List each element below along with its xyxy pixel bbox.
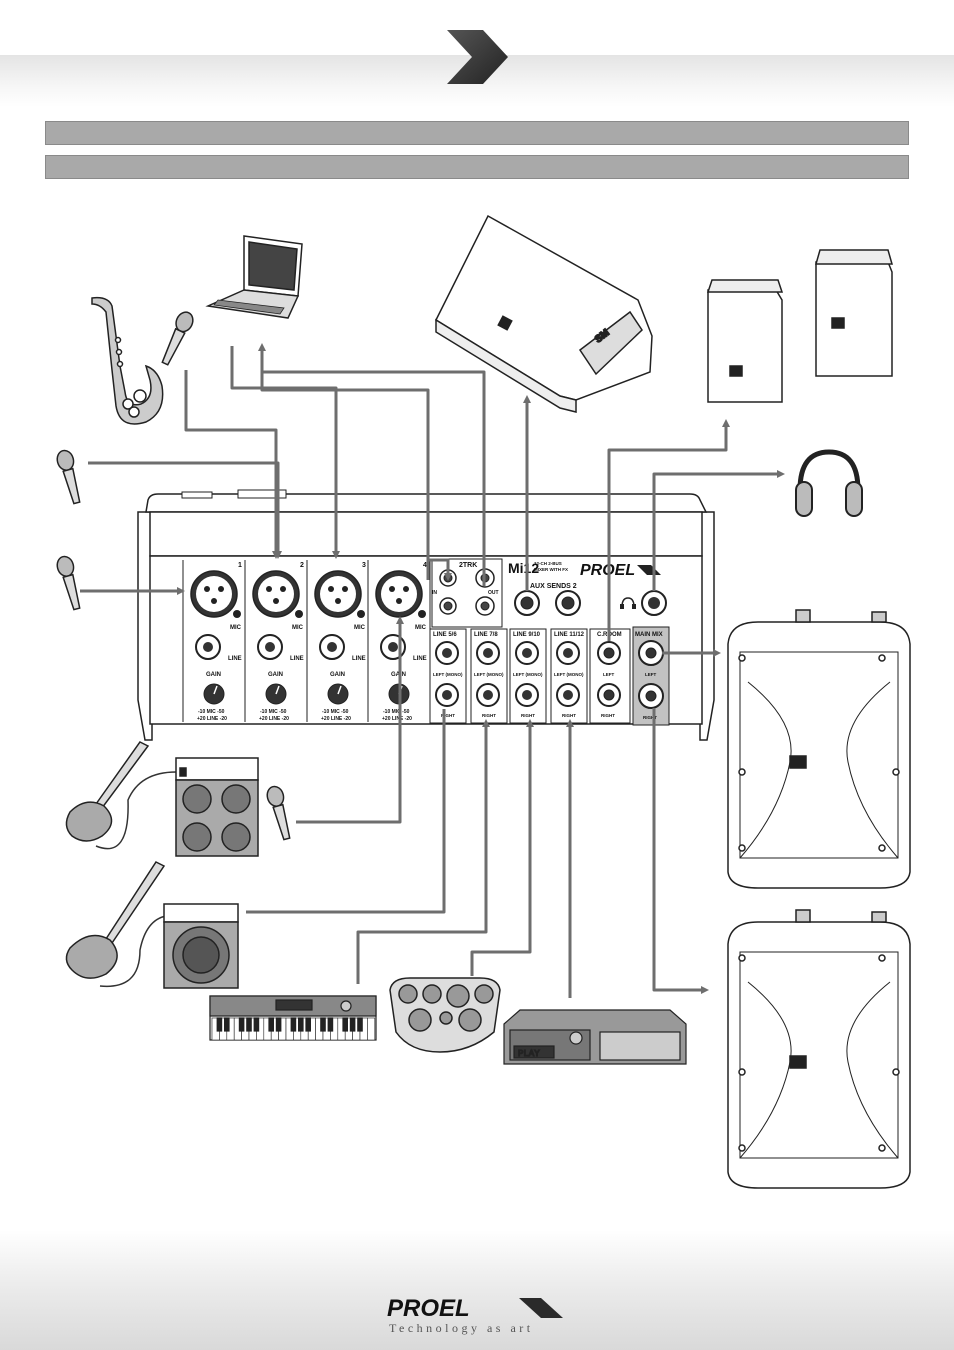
stereo-line-label: LINE 5/6 [433,632,457,638]
signal-cable [426,542,452,581]
channel-mic-label: MIC [292,625,304,631]
footer-brand: PROEL [387,1295,470,1322]
channel-range-label: -10 MIC -50 [260,709,287,715]
model-subtitle-1: 12-CH 2-BUS [534,561,562,566]
stereo-line-label: LEFT (MONO) [554,672,584,677]
channel-gain-label: GAIN [268,672,283,678]
signal-cable [356,719,490,984]
stereo-line-label: RIGHT [562,713,576,718]
small-speaker-icon [706,249,893,403]
footer-tagline: Technology as art [389,1321,534,1335]
pa-speaker-icon [727,909,911,1189]
signal-cable [470,719,534,976]
signal-cable [262,370,486,586]
model-subtitle-2: MIXER WITH FX [534,567,568,572]
croom-left-label: LEFT [603,672,614,677]
stereo-line-label: LEFT (MONO) [433,672,463,677]
twotrk-out-label: OUT [488,590,499,596]
drum-pad-icon [389,977,501,1053]
signal-cable [652,470,785,591]
stereo-line-label: RIGHT [521,713,535,718]
saxophone-icon [91,296,164,425]
channel-range-label: -10 MIC -50 [322,709,349,715]
stereo-line-label: LINE 9/10 [513,632,541,638]
stereo-line-label: LINE 7/8 [474,632,498,638]
stage-monitor-icon: SM [435,214,653,413]
section-title-bar [45,121,909,145]
channel-ch-number: 4 [423,562,427,569]
channel-gain-label: GAIN [330,672,345,678]
channel-range-label: +20 LINE -20 [259,716,289,722]
bass-amp-icon [163,903,239,989]
twotrk-in-label: IN [432,590,437,596]
main-mix-label: MAIN MIX [635,632,663,638]
keyboard-synth-icon [209,995,377,1041]
stereo-line-label: LINE 11/12 [554,632,585,638]
channel-line-label: LINE [352,656,366,662]
channel-ch-number: 2 [300,562,304,569]
channel-range-label: +20 LINE -20 [382,716,412,722]
microphone-icon [161,311,194,366]
bass-guitar-icon [65,861,167,988]
channel-ch-number: 1 [238,562,242,569]
microphone-icon [266,785,291,841]
pa-speaker-icon [727,609,911,889]
channel-mic-label: MIC [354,625,366,631]
signal-cable [184,370,280,559]
aux-sends-label: AUX SENDS 2 [530,583,577,590]
signal-cable [652,708,709,994]
laptop-icon [205,235,303,319]
channel-mic-label: MIC [230,625,242,631]
channel-line-label: LINE [413,656,427,662]
channel-ch-number: 3 [362,562,366,569]
stereo-line-label: LEFT (MONO) [474,672,504,677]
stereo-line-label: RIGHT [441,713,455,718]
chevron-arrow-icon [447,30,508,84]
signal-cable [246,709,446,914]
signal-cable [88,461,282,559]
channel-gain-label: GAIN [206,672,221,678]
signal-cable [607,419,730,641]
headphones-small-icon [621,597,635,608]
microphone-icon [56,555,81,611]
electric-guitar-icon [65,741,177,850]
channel-range-label: -10 MIC -50 [198,709,225,715]
drum-machine-display: PLAY [518,1049,540,1059]
channel-line-label: LINE [228,656,242,662]
main-right-label: RIGHT [643,715,657,720]
drum-machine-icon: PLAY [503,1009,687,1065]
microphone-icon [56,449,81,505]
section-subtitle-bar [45,155,909,179]
main-left-label: LEFT [645,672,656,677]
headphones-icon [795,449,863,517]
signal-cable [258,343,430,580]
signal-cable [296,616,404,824]
channel-line-label: LINE [290,656,304,662]
guitar-amp-icon [175,757,259,857]
channel-range-label: -10 MIC -50 [383,709,410,715]
stereo-line-label: RIGHT [482,713,496,718]
stereo-line-label: LEFT (MONO) [513,672,543,677]
croom-right-label: RIGHT [601,713,615,718]
footer-band [0,1230,954,1350]
footer-logo: PROEL Technology as art [387,1295,563,1335]
channel-range-label: +20 LINE -20 [197,716,227,722]
twotrk-label: 2TRK [459,562,477,569]
channel-mic-label: MIC [415,625,427,631]
channel-range-label: +20 LINE -20 [321,716,351,722]
signal-cable [230,346,340,559]
model-label: Mi12 [508,560,539,576]
